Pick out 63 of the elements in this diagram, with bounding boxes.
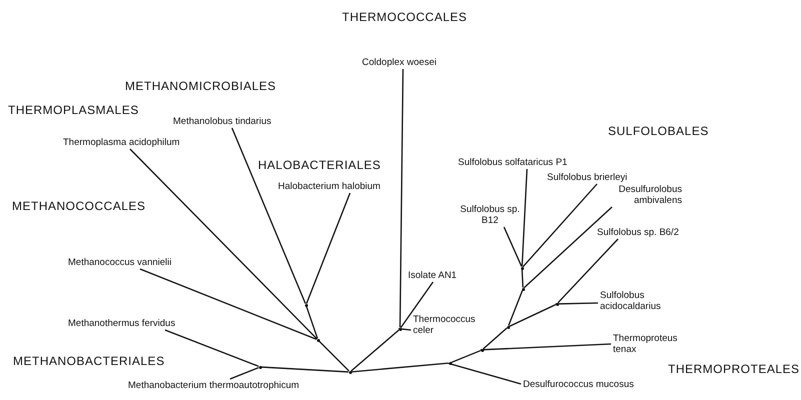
tree-branch [400, 282, 434, 328]
taxon-label: Methanococcus vannielii [68, 257, 172, 268]
branch-point [398, 328, 402, 330]
tree-branch [318, 340, 350, 372]
tree-branch [521, 269, 524, 288]
order-label: HALOBACTERIALES [258, 158, 381, 172]
order-label: METHANOBACTERIALES [13, 354, 165, 368]
tree-branch [509, 304, 556, 327]
order-label: METHANOCOCCALES [12, 199, 146, 213]
taxon-label: Methanolobus tindarius [173, 116, 272, 127]
tree-branch [398, 328, 412, 331]
branch-point [316, 338, 320, 342]
tree-branch [140, 268, 317, 340]
tree-branch [306, 306, 318, 339]
taxon-label: Methanobacterium thermoautotrophicum [128, 380, 300, 391]
taxon-label: Sulfolobus solfataricus P1 [458, 157, 568, 168]
order-label: THERMOCOCCALES [342, 10, 468, 24]
tree-branch [508, 290, 524, 326]
branch-point [556, 302, 558, 306]
taxon-label: Desulfurolobus ambivalens [598, 184, 682, 206]
tree-branch [524, 206, 612, 288]
taxon-label: Thermoplasma acidophilum [63, 137, 180, 148]
branch-point [348, 370, 352, 374]
tree-branch [351, 362, 449, 373]
order-label: THERMOPROTEALES [668, 362, 800, 376]
branch-point [520, 266, 524, 270]
tree-branch [503, 226, 522, 267]
tree-branch [231, 128, 306, 304]
branch-point [480, 348, 484, 352]
taxon-label: Methanothermus fervidus [68, 318, 176, 329]
order-label: SULFOLOBALES [608, 124, 709, 138]
tree-branch [451, 350, 481, 364]
taxon-label: Sulfolobus acidocaldarius [600, 290, 678, 312]
taxon-label: Thermoproteus tenax [613, 333, 687, 355]
order-label: THERMOPLASMALES [8, 103, 139, 117]
tree-branch [261, 366, 349, 373]
taxon-label: Isolate AN1 [408, 270, 457, 281]
tree-branch [480, 343, 612, 350]
branch-point [304, 304, 308, 306]
branch-point [522, 288, 524, 290]
tree-branch [555, 302, 598, 305]
tree-branch [522, 184, 598, 268]
tree-branch [164, 329, 259, 367]
taxon-label: Sulfolobus sp. B6/2 [597, 227, 679, 238]
taxon-label: Coldoplex woesei [362, 57, 436, 68]
tree-branch [130, 148, 318, 340]
tree-branch [448, 362, 522, 385]
tree-branch [306, 192, 351, 304]
tree-branch [557, 238, 618, 304]
branch-point [506, 326, 510, 328]
taxon-label: Thermococcus celer [413, 314, 485, 336]
tree-branch [521, 168, 528, 267]
branch-point [258, 366, 262, 368]
taxon-label: Desulfurococcus mucosus [523, 379, 634, 390]
taxon-label: Halobacterium halobium [278, 181, 380, 192]
tree-branch [350, 329, 400, 372]
taxon-label: Sulfolobus brierleyi [547, 172, 628, 183]
tree-branch [482, 328, 508, 350]
tree-branch [230, 367, 259, 380]
branch-point [448, 362, 452, 364]
tree-branch [399, 69, 404, 328]
order-label: METHANOMICROBIALES [125, 79, 276, 93]
taxon-label: Sulfolobus sp. B12 [460, 204, 520, 226]
